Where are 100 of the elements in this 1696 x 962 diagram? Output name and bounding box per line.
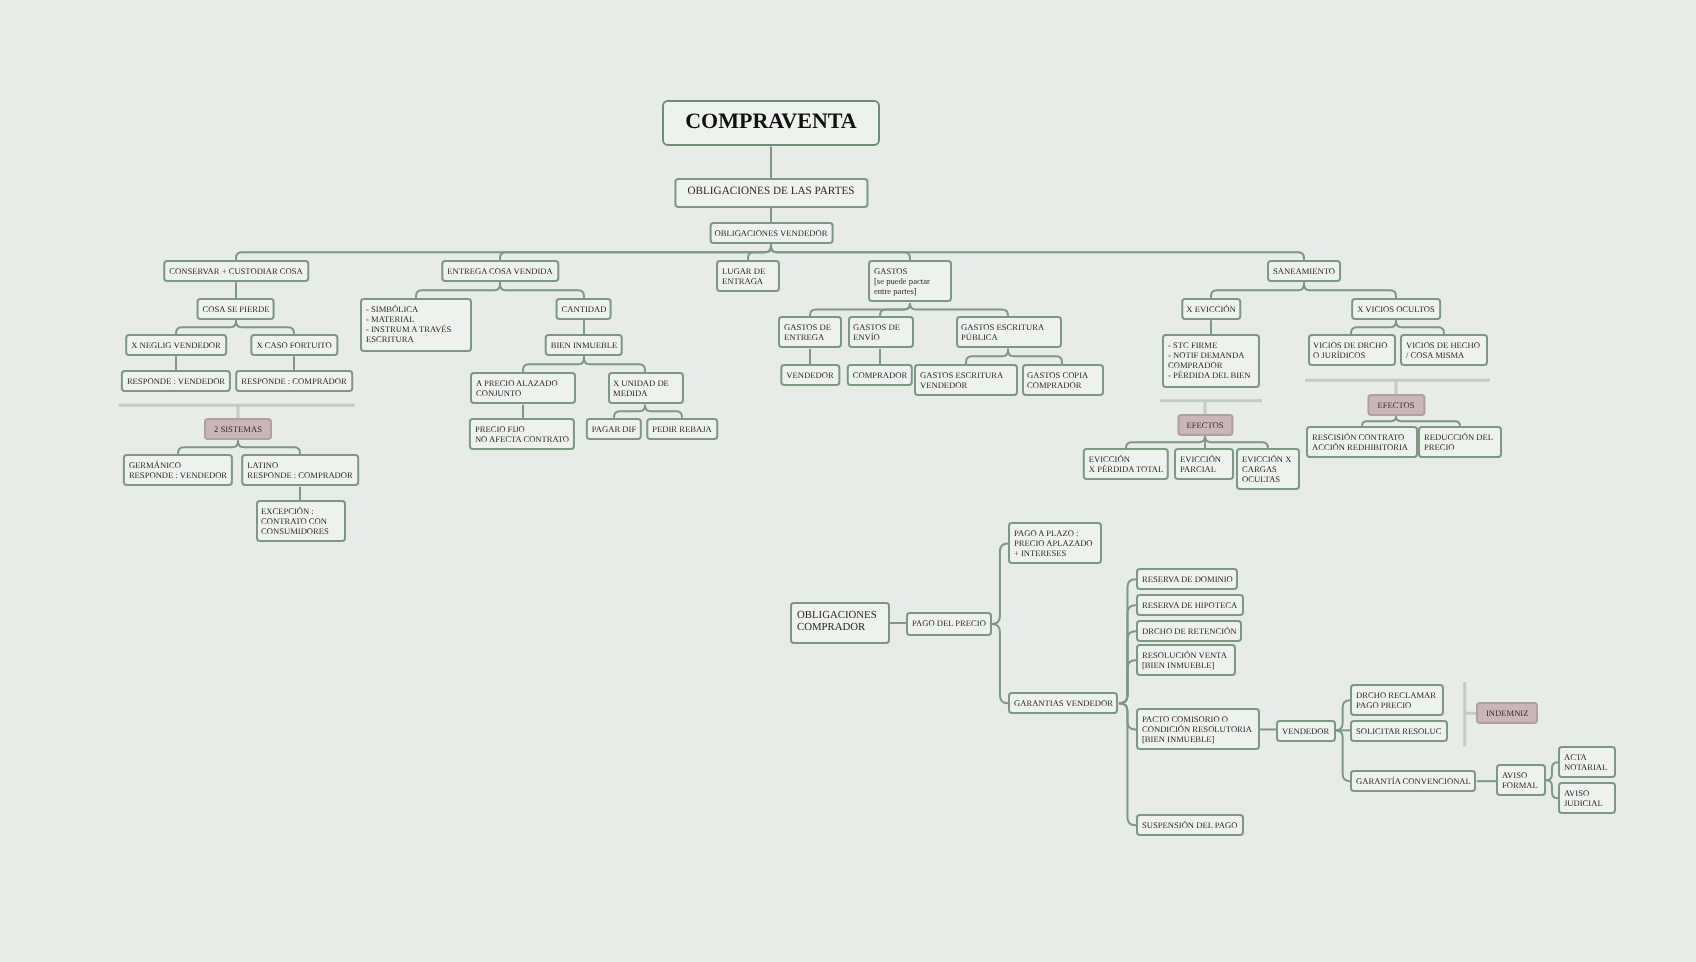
connector-line (644, 403, 683, 419)
summary-box (1367, 394, 1425, 417)
topic-box (120, 370, 232, 393)
topic-box (1558, 746, 1616, 779)
connector-line (299, 485, 301, 501)
connector-line (175, 355, 177, 371)
topic-box (847, 316, 913, 349)
topic-box (780, 364, 840, 387)
topic-box (1276, 719, 1336, 742)
topic-box (196, 298, 276, 321)
topic-box (585, 418, 643, 441)
connector-line (235, 319, 295, 335)
connector-line (293, 355, 295, 371)
topic-box (1008, 522, 1102, 565)
topic-box (1350, 770, 1477, 793)
topic-box (544, 334, 624, 357)
topic-box (646, 418, 718, 441)
connector-line (1361, 415, 1397, 427)
connector-line (1210, 281, 1305, 299)
connector-line (1007, 347, 1063, 365)
connector-line (990, 542, 1009, 625)
topic-box (1306, 426, 1418, 459)
connector-line (809, 347, 811, 365)
summary-box (1476, 702, 1539, 725)
topic-box (906, 612, 992, 636)
connector-line (1350, 319, 1397, 335)
topic-box (125, 334, 227, 357)
topic-box (914, 364, 1018, 397)
topic-box (441, 260, 559, 283)
connector-line (1395, 415, 1461, 427)
topic-box (1350, 684, 1444, 717)
topic-box (1136, 620, 1243, 643)
connector-line (1125, 435, 1206, 449)
topic-box (1418, 426, 1502, 459)
topic-box (241, 454, 359, 487)
topic-box (846, 364, 914, 387)
connector-line (909, 301, 1009, 317)
connector-line (522, 355, 585, 373)
topic-text: COMPRAVENTA (683, 110, 859, 137)
connector-line (415, 281, 501, 299)
topic-box (1350, 720, 1448, 743)
connector-line (770, 206, 772, 223)
topic-box (868, 260, 952, 303)
connector-line (499, 281, 585, 299)
connector-line (613, 403, 646, 419)
connector-line (1259, 728, 1277, 731)
connector-line (770, 243, 1305, 261)
topic-box (122, 454, 234, 487)
connector-line (237, 439, 301, 455)
connector-line (1303, 281, 1397, 299)
topic-box (255, 500, 345, 543)
connector-line (1204, 435, 1269, 449)
topic-box (1351, 298, 1441, 321)
topic-box (1174, 448, 1234, 481)
topic-box (1400, 334, 1488, 367)
summary-box (1176, 414, 1234, 437)
topic-box (790, 602, 890, 644)
connector-line (1117, 702, 1137, 827)
topic-box (1307, 334, 1395, 367)
topic-box (1136, 594, 1244, 617)
topic-box (1267, 260, 1341, 283)
topic-box (468, 418, 576, 451)
connector-line (1334, 729, 1351, 783)
topic-box (1180, 298, 1242, 321)
topic-box (1021, 364, 1103, 397)
connector-line (965, 347, 1009, 365)
topic-box (360, 298, 472, 352)
connector-line (747, 243, 772, 261)
connector-line (1545, 761, 1559, 782)
topic-box (673, 178, 869, 208)
topic-box (235, 370, 353, 393)
connector-line (770, 145, 772, 179)
topic-box (1162, 334, 1260, 388)
topic-box (778, 316, 842, 349)
connector-line (879, 301, 911, 317)
topic-box (708, 222, 834, 245)
connector-line (990, 622, 1009, 705)
connector-line (1117, 659, 1137, 705)
topic-box (1136, 568, 1239, 591)
topic-box (1008, 692, 1119, 715)
connector-line (522, 403, 524, 419)
connector-line (1210, 319, 1212, 335)
connector-line (175, 319, 237, 335)
topic-box (1082, 448, 1170, 481)
topic-box (470, 372, 576, 405)
summary-box (204, 418, 272, 441)
topic-box (716, 260, 780, 293)
topic-box (250, 334, 338, 357)
topic-box (1136, 814, 1244, 837)
topic-box (1136, 644, 1236, 677)
topic-box (1496, 764, 1546, 797)
topic-box (555, 298, 613, 321)
connector-line (889, 621, 907, 624)
connector-line (235, 281, 237, 299)
connector-line (879, 347, 881, 365)
connector-line (177, 439, 239, 455)
topic-box (955, 316, 1061, 349)
topic-box (607, 372, 683, 405)
topic-box (1558, 782, 1616, 815)
connector-line (1395, 319, 1445, 335)
